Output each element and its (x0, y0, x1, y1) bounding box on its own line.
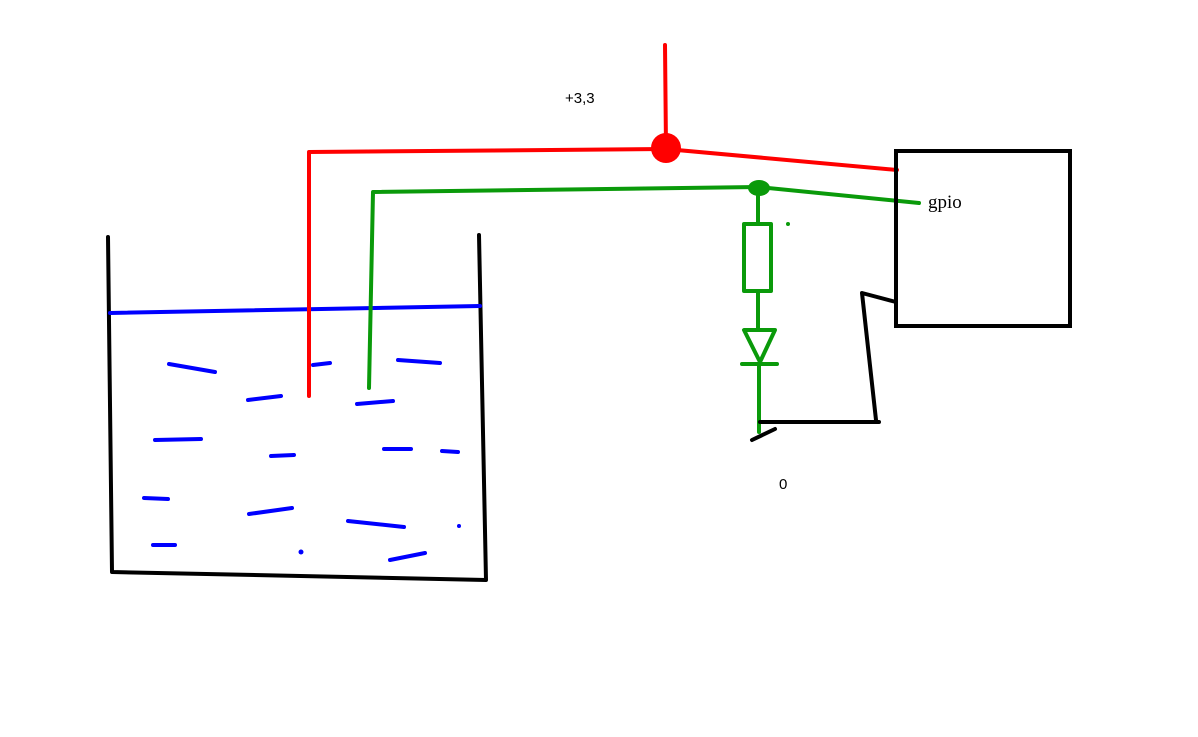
pulldown-resistor (742, 222, 773, 293)
ground-wiring (750, 291, 898, 442)
sense-to-gpio-wire (756, 185, 921, 205)
water-surface (108, 304, 482, 315)
diode-symbol (740, 328, 779, 366)
supply-junction-node (651, 133, 681, 163)
sense-probe-wire (367, 185, 760, 390)
board-box (894, 149, 1072, 328)
water (108, 304, 482, 562)
gpio-label: gpio (928, 192, 962, 213)
supply-wire (307, 43, 899, 398)
ground-tick (750, 427, 777, 442)
supply-feed-wire (663, 43, 668, 150)
water-tank (106, 233, 488, 582)
supply-probe-wire (307, 147, 667, 398)
supply-voltage-label: +3,3 (565, 90, 595, 107)
ground-label: 0 (779, 476, 787, 493)
tank-outline (106, 233, 488, 582)
supply-to-board-wire (664, 147, 899, 172)
water-ripples (142, 358, 461, 562)
board-ground-wire (860, 291, 898, 422)
